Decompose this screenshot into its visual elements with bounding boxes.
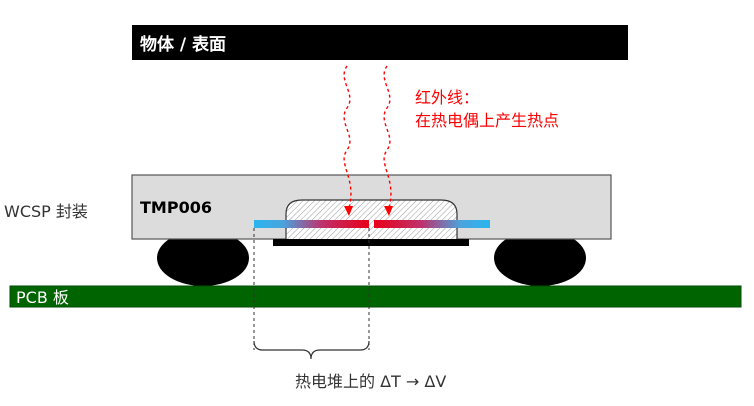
- object-bar-label: 物体 / 表面: [140, 34, 226, 55]
- infrared-label-line2: 在热电偶上产生热点: [415, 111, 559, 130]
- sensor-cavity: [285, 199, 458, 242]
- ir-ray-right-arrowhead: [384, 206, 393, 216]
- package-label: WCSP 封装: [4, 202, 88, 221]
- ir-ray-left-arrowhead: [344, 206, 353, 216]
- object-bar: [132, 25, 628, 60]
- thermocouple-right: [374, 220, 490, 228]
- brace: [253, 340, 370, 360]
- pcb-board: [9, 285, 742, 308]
- caption-label: 热电堆上的 ΔT → ΔV: [295, 372, 446, 391]
- pcb-label: PCB 板: [16, 288, 69, 307]
- solder-ball-right: [494, 230, 586, 286]
- infrared-label-line1: 红外线：: [415, 88, 479, 107]
- ir-ray-right: [383, 65, 392, 209]
- sensor-base: [273, 239, 469, 246]
- ir-ray-left: [343, 65, 352, 209]
- thermocouple-left: [254, 220, 369, 228]
- chip-label: TMP006: [140, 198, 212, 217]
- solder-ball-left: [157, 230, 249, 286]
